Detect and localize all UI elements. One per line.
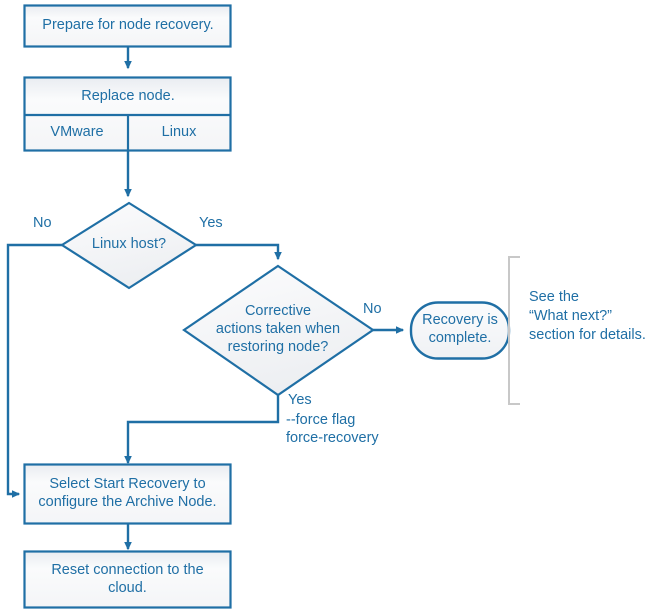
edge-label-corrective-yes: Yes	[288, 392, 312, 408]
edge-label-corrective-no: No	[363, 301, 382, 317]
edge-label-force-flags: --force flag force-recovery	[286, 412, 379, 446]
node-prepare-shape	[23, 4, 232, 48]
edge-linuxhost-no	[6, 243, 62, 498]
group-bracket	[508, 256, 520, 405]
node-start-recovery-shape	[23, 463, 232, 525]
edge-label-linux-host-yes: Yes	[199, 215, 223, 231]
node-reset-connection-shape	[23, 550, 232, 609]
node-linux-host-shape	[59, 201, 199, 290]
annotation-what-next: See the “What next?” section for details…	[529, 289, 646, 343]
edge-corrective-yes	[124, 395, 280, 465]
node-recovery-complete-shape	[409, 301, 511, 360]
edge-linuxhost-yes	[196, 243, 282, 261]
edge-label-linux-host-no: No	[33, 215, 52, 231]
node-corrective-actions-shape	[182, 264, 375, 397]
